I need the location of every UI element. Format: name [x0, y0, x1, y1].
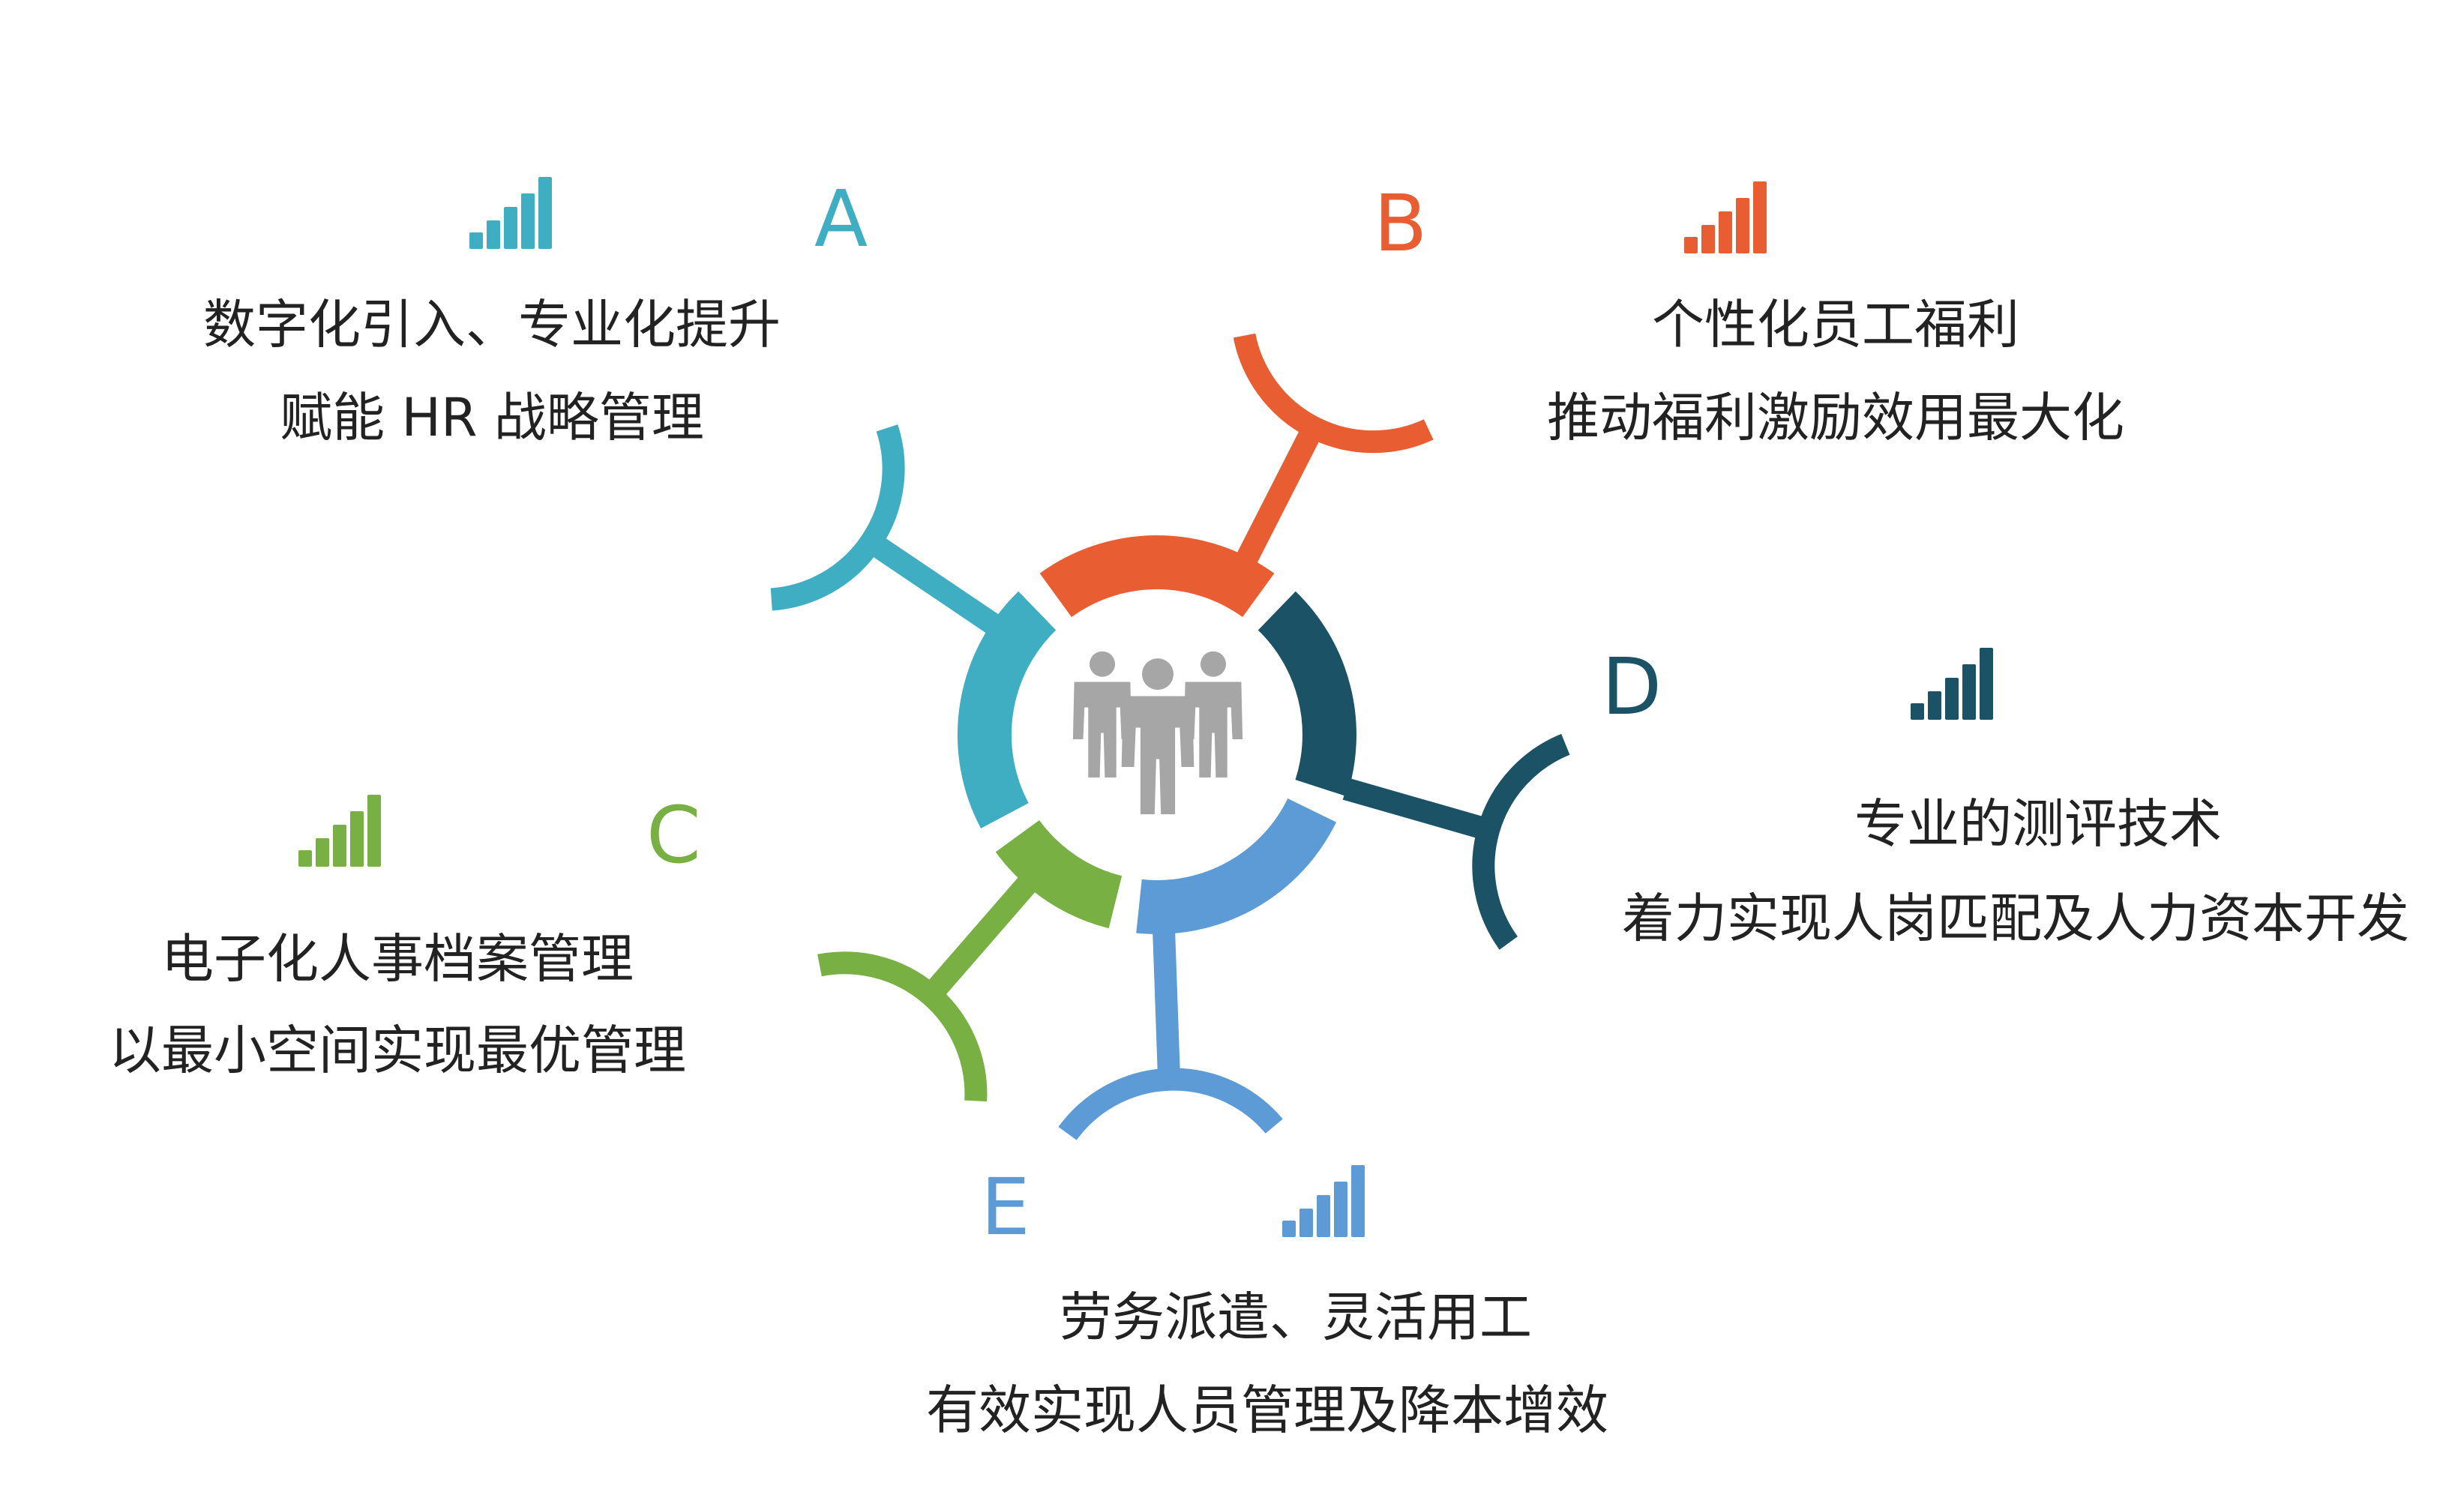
signal-bar [1701, 225, 1715, 253]
signal-bar [1980, 648, 1993, 720]
signal-bar [298, 850, 312, 867]
item-b-line1: 个性化员工福利 [1652, 294, 2019, 355]
label-b: B [1374, 178, 1428, 269]
person-right [1183, 651, 1243, 777]
branch-fork-a [770, 424, 905, 611]
person-body [1183, 682, 1243, 777]
person-center [1121, 658, 1195, 814]
person-head [1090, 651, 1115, 677]
label-a: A [814, 173, 868, 265]
item-e-line1: 劳务派遣、灵活用工 [1060, 1287, 1532, 1348]
item-c-line1: 电子化人事档案管理 [161, 928, 634, 990]
person-body [1072, 682, 1132, 777]
ring-arc-b [1039, 535, 1275, 618]
segment-e [1058, 798, 1337, 1140]
ring-arc-d [1257, 591, 1356, 797]
branch-stem-b [1236, 422, 1324, 565]
signal-bars-icon [469, 174, 559, 249]
ring-arc-e [1136, 798, 1337, 934]
ring-arc-a [957, 591, 1057, 828]
segment-b [1039, 333, 1434, 618]
person-body [1121, 696, 1195, 814]
segment-a [770, 424, 1057, 828]
signal-bar [504, 207, 517, 249]
branch-fork-d [1472, 733, 1570, 950]
ring-arc-c [995, 819, 1123, 929]
signal-bar [1753, 181, 1767, 253]
people-group-icon [1072, 651, 1243, 814]
item-a-line2: 赋能 HR 战略管理 [280, 387, 704, 448]
signal-bar [1282, 1221, 1296, 1237]
signal-bar [1719, 211, 1732, 253]
person-head [1201, 651, 1226, 677]
signal-bars-icon [1282, 1162, 1372, 1237]
item-a-line1: 数字化引入、专业化提升 [203, 294, 781, 355]
signal-bar [487, 220, 500, 249]
signal-bar [350, 811, 364, 867]
person-left [1072, 651, 1132, 777]
signal-bar [538, 177, 552, 249]
branch-stem-d [1342, 777, 1492, 841]
signal-bar [1299, 1209, 1313, 1237]
signal-bar [1911, 703, 1924, 720]
item-e-line2: 有效实现人员管理及降本增效 [926, 1380, 1608, 1441]
signal-bar [1736, 198, 1749, 253]
branch-fork-e [1058, 1068, 1283, 1140]
branch-fork-b [1233, 333, 1434, 454]
item-d-line1: 专业的测评技术 [1854, 793, 2222, 855]
item-b-line2: 推动福利激励效用最大化 [1547, 387, 2124, 448]
item-c-line2: 以最小空间实现最优管理 [109, 1020, 686, 1081]
item-d-line2: 着力实现人岗匹配及人力资本开发 [1622, 888, 2409, 949]
signal-bar [367, 795, 381, 867]
segment-c [817, 819, 1123, 1102]
signal-bars-icon [1684, 178, 1774, 253]
signal-bars-icon [1911, 645, 2001, 720]
label-e: E [981, 1161, 1030, 1253]
branch-stem-e [1153, 930, 1181, 1080]
signal-bars-icon [298, 792, 388, 867]
signal-bar [1334, 1182, 1347, 1237]
segment-d [1257, 591, 1570, 950]
signal-bar [1928, 691, 1941, 720]
branch-fork-c [817, 951, 988, 1102]
branch-stem-c [922, 875, 1037, 1003]
signal-bar [1962, 664, 1976, 720]
signal-bar [469, 232, 483, 249]
signal-bar [1684, 237, 1698, 253]
branch-stem-a [865, 532, 1001, 634]
signal-bar [1945, 678, 1959, 720]
signal-bar [333, 825, 346, 867]
person-head [1142, 658, 1174, 691]
signal-bar [1317, 1195, 1330, 1237]
signal-bar [1351, 1165, 1365, 1237]
label-c: C [646, 789, 701, 881]
label-d: D [1602, 641, 1662, 733]
signal-bar [521, 193, 535, 249]
signal-bar [316, 838, 329, 867]
